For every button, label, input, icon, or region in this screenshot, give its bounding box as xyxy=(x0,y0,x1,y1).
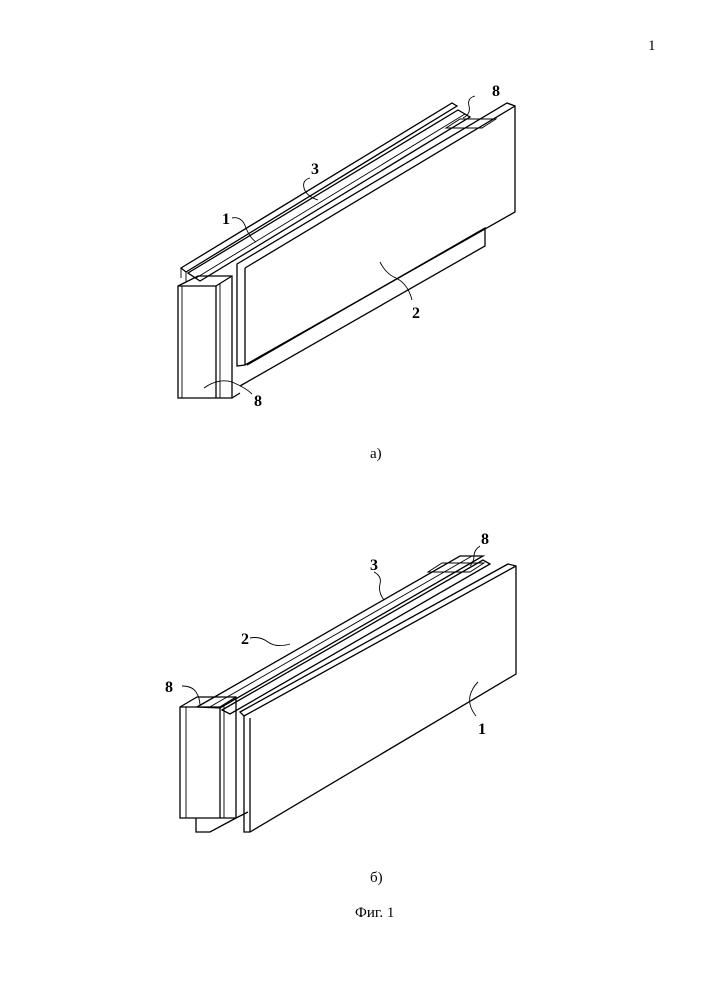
label-2: 2 xyxy=(241,631,249,648)
figure-b: 2 3 8 8 1 xyxy=(0,520,707,850)
label-3: 3 xyxy=(311,161,319,178)
end-block-left xyxy=(178,276,240,398)
figure-b-drawing: 2 3 8 8 1 xyxy=(0,520,707,850)
end-block-left xyxy=(180,697,248,832)
label-2: 2 xyxy=(412,305,420,322)
page-number: 1 xyxy=(648,38,656,55)
leader-3 xyxy=(374,572,384,600)
insulation-strip xyxy=(222,560,490,714)
label-1: 1 xyxy=(222,211,230,228)
insulation-strip xyxy=(188,110,470,281)
back-plate xyxy=(181,103,457,282)
label-1: 1 xyxy=(478,721,486,738)
leader-2 xyxy=(380,262,412,300)
front-panel xyxy=(237,103,515,386)
caption-b: б) xyxy=(370,870,383,887)
leader-2 xyxy=(250,638,290,646)
caption-a: а) xyxy=(370,446,382,463)
figure-a: 1 3 8 2 8 xyxy=(0,80,707,420)
label-8-left: 8 xyxy=(165,679,173,696)
leader-8-left xyxy=(182,686,200,706)
figure-a-drawing: 1 3 8 2 8 xyxy=(0,80,707,420)
label-8-bottom: 8 xyxy=(254,393,262,410)
label-8-top: 8 xyxy=(481,531,489,548)
figure-caption: Фиг. 1 xyxy=(355,905,394,922)
front-panel xyxy=(240,564,516,832)
label-3: 3 xyxy=(370,557,378,574)
label-8-top: 8 xyxy=(492,83,500,100)
back-plate xyxy=(197,556,483,708)
